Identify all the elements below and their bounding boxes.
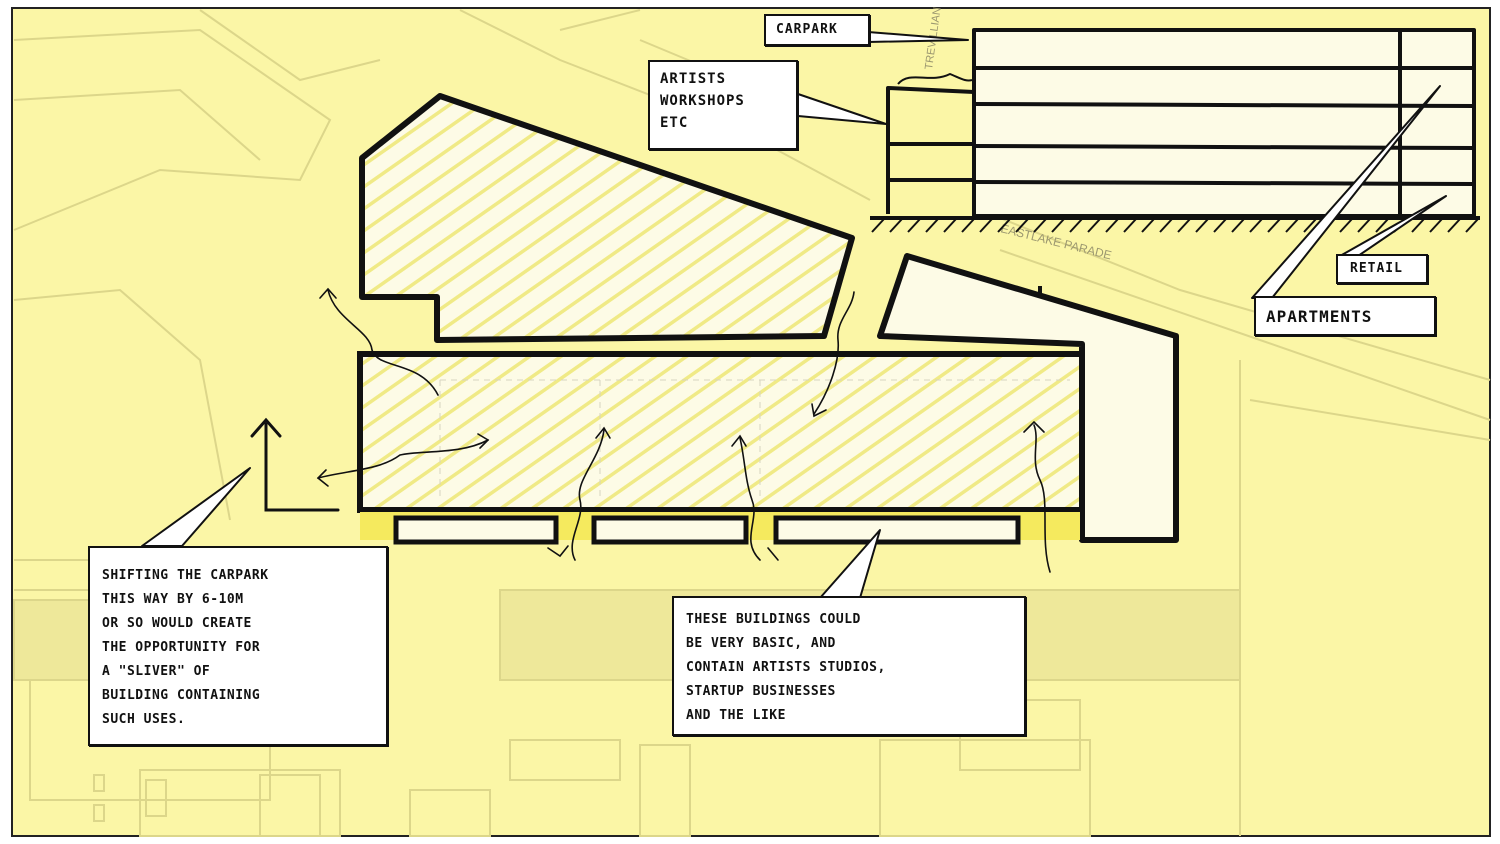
- retail-note: RETAIL: [1336, 254, 1428, 284]
- shifting-line-1: SHIFTING THE CARPARK: [102, 568, 269, 583]
- apartments-note: APARTMENTS: [1254, 296, 1436, 336]
- buildings-line-1: THESE BUILDINGS COULD: [686, 612, 861, 627]
- carpark-building: [357, 351, 1085, 513]
- shifting-line-4: THE OPPORTUNITY FOR: [102, 640, 261, 655]
- shifting-line-6: BUILDING CONTAINING: [102, 688, 261, 703]
- upper-west-building: [359, 93, 855, 343]
- upper-east-building: [877, 253, 1179, 543]
- retail-label: RETAIL: [1350, 261, 1403, 276]
- movement-arrows: [316, 287, 1051, 573]
- shifting-line-7: SUCH USES.: [102, 712, 186, 727]
- artists-workshops-note: ARTISTS WORKSHOPS ETC: [648, 60, 798, 150]
- section-diagram: [870, 28, 1480, 220]
- shifting-carpark-note: SHIFTING THE CARPARK THIS WAY BY 6-10m O…: [88, 546, 388, 746]
- carpark-dashed-grid: [439, 379, 1070, 500]
- shifting-line-2: THIS WAY BY 6-10m: [102, 592, 244, 607]
- apartments-label: APARTMENTS: [1266, 307, 1373, 326]
- sliver-building-1: [393, 515, 559, 545]
- buildings-line-4: STARTUP BUSINESSES: [686, 684, 836, 699]
- artists-line-3: ETC: [660, 115, 689, 131]
- shifting-line-5: A "SLIVER" OF: [102, 664, 211, 679]
- carpark-label: CARPARK: [776, 22, 838, 37]
- carpark-note: CARPARK: [764, 14, 870, 46]
- sliver-building-2: [591, 515, 749, 545]
- shifting-line-3: OR SO WOULD CREATE: [102, 616, 252, 631]
- buildings-line-2: BE VERY BASIC, AND: [686, 636, 836, 651]
- buildings-line-3: CONTAIN ARTISTS STUDIOS,: [686, 660, 886, 675]
- sliver-building-3: [773, 515, 1021, 545]
- basic-buildings-note: THESE BUILDINGS COULD BE VERY BASIC, AND…: [672, 596, 1026, 736]
- shift-arrow-icon: [250, 417, 340, 512]
- buildings-line-5: AND THE LIKE: [686, 708, 786, 723]
- artists-line-2: WORKSHOPS: [660, 93, 745, 109]
- artists-line-1: ARTISTS: [660, 71, 727, 87]
